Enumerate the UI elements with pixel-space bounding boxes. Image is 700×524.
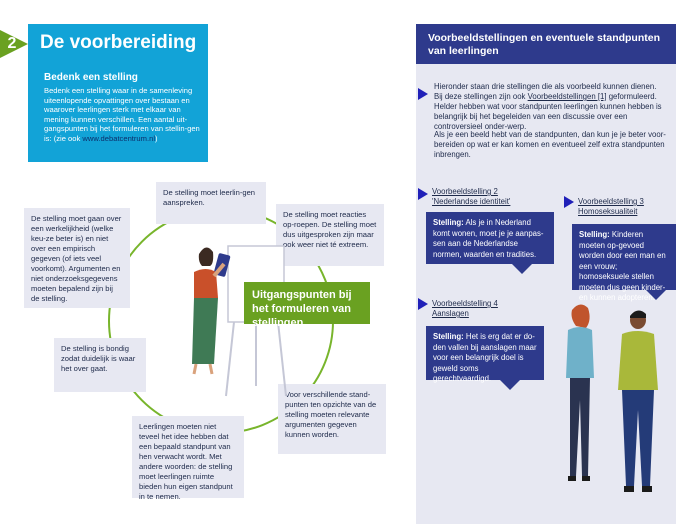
example-3-bubble: Stelling: Kinderen moeten op-gevoed word… [572,224,676,302]
step-number: 2 [7,35,17,52]
note-argumenten: Voor verschillende stand-punten ten opzi… [278,384,386,454]
example-4-title-a: Voorbeeldstelling 4 [432,299,498,308]
examples-link[interactable]: Voorbeeldstellingen [1] [527,92,607,101]
example-2-bubble: Stelling: Als je in Nederland komt wonen… [426,212,554,264]
note-reacties: De stelling moet reacties op-roepen. De … [276,204,384,266]
stelling-label: Stelling: [433,218,464,227]
example-2-title-a: Voorbeeldstelling 2 [432,187,498,196]
stelling-label: Stelling: [579,230,610,239]
stelling-text: Kinderen moeten op-gevoed worden door ee… [579,230,666,302]
example-2-title: Voorbeeldstelling 2 'Nederlandse identit… [432,187,552,207]
example-3-title-b: Homoseksualiteit [578,207,638,216]
pointer-icon [564,196,574,208]
intro-text: Bedenk een stelling waar in de samenlevi… [44,86,200,143]
intro-p1-b: geformuleerd. Helder hebben wat voor sta… [434,92,662,131]
bubble-tail [646,290,666,300]
pointer-icon [418,88,428,100]
examples-header: Voorbeeldstellingen en eventuele standpu… [416,24,676,64]
example-4-title: Voorbeeldstelling 4 Aanslagen [432,299,542,319]
center-label: Uitgangspunten bij het formuleren van st… [244,282,370,329]
example-3-title: Voorbeeldstelling 3 Homoseksualiteit [578,197,674,217]
example-4-bubble: Stelling: Het is erg dat er do-den valle… [426,326,544,383]
intro-p1-a: Hieronder staan drie stellingen die als … [434,82,657,101]
note-bondig: De stelling is bondig zodat duidelijk is… [54,338,146,392]
note-aanspreken: De stelling moet leerlin-gen aanspreken. [156,182,266,224]
pointer-icon [418,298,428,310]
section-intro: Bedenk een stelling waar in de samenlevi… [44,86,204,144]
note-ruimte: Leerlingen moeten niet teveel het idee h… [132,416,244,501]
section-header-box [28,24,208,162]
examples-intro-2: Als je een beeld hebt van de standpunten… [434,130,666,159]
example-3-title-a: Voorbeeldstelling 3 [578,197,644,206]
students-illustration [566,304,658,492]
example-2-title-b: 'Nederlandse identiteit' [432,197,511,206]
note-werkelijkheid: De stelling moet gaan over een werkelijk… [24,208,130,308]
stelling-label: Stelling: [433,332,464,341]
step-marker-arrow [0,30,28,58]
intro-link[interactable]: www.debatcentrum.nl [82,133,156,143]
bubble-tail [500,380,520,390]
pointer-icon [418,188,428,200]
examples-intro: Hieronder staan drie stellingen die als … [434,82,666,132]
intro-end: ) [155,133,158,143]
stelling-text: Als je in Nederland komt wonen, moet je … [433,218,544,259]
section-subtitle: Bedenk een stelling [44,72,138,83]
bubble-tail [512,264,532,274]
section-title: De voorbereiding [40,32,197,53]
stelling-text: Het is erg dat er do-den vallen bij aans… [433,332,537,383]
example-4-title-b: Aanslagen [432,309,469,318]
